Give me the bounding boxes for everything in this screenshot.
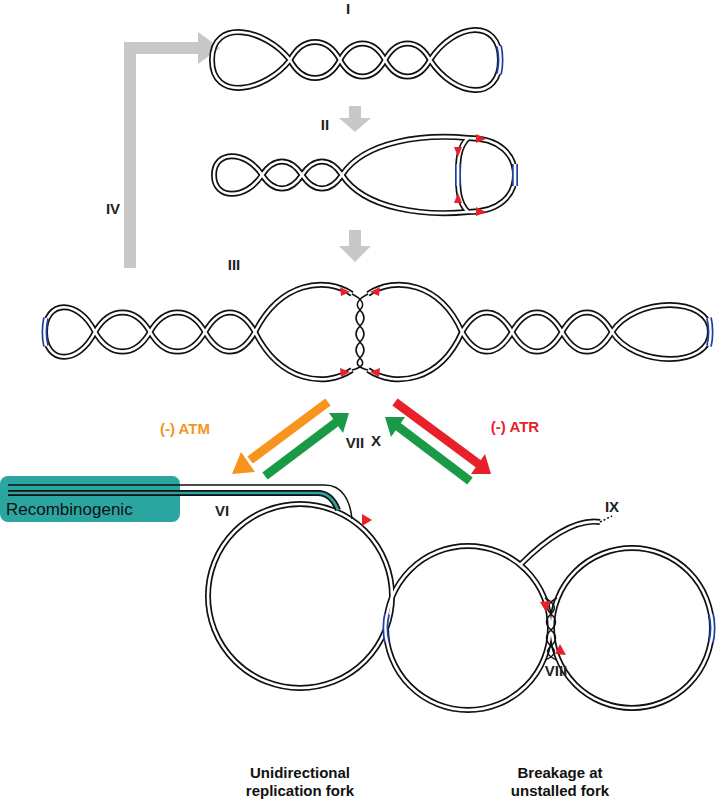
outcome-caption: Unidirectional replication fork bbox=[215, 764, 385, 800]
node-text: Recombinogenic bbox=[6, 500, 133, 520]
pathway-arrows bbox=[232, 402, 491, 481]
origin-marks bbox=[45, 46, 713, 642]
fork-arrowheads bbox=[340, 134, 566, 655]
stage-number: VIII bbox=[536, 662, 576, 680]
dna-core bbox=[45, 30, 712, 710]
stage-number: I bbox=[333, 0, 363, 18]
inhibitor-label: (-) ATM bbox=[145, 420, 225, 438]
recombinogenic-box: Recombinogenic bbox=[0, 476, 180, 522]
stage-number: III bbox=[214, 256, 254, 274]
stage-number: X bbox=[366, 432, 386, 450]
stage-number: II bbox=[310, 116, 340, 134]
outcome-caption: Breakage at unstalled fork bbox=[485, 764, 635, 800]
stage-number: IX bbox=[597, 498, 627, 516]
stage-number: IV bbox=[98, 200, 128, 218]
precatenane-twist bbox=[352, 294, 612, 660]
dna-outline bbox=[45, 30, 712, 710]
stage-number: VII bbox=[335, 434, 375, 452]
stage-number: VI bbox=[207, 502, 237, 520]
inhibitor-label: (-) ATR bbox=[475, 418, 555, 436]
